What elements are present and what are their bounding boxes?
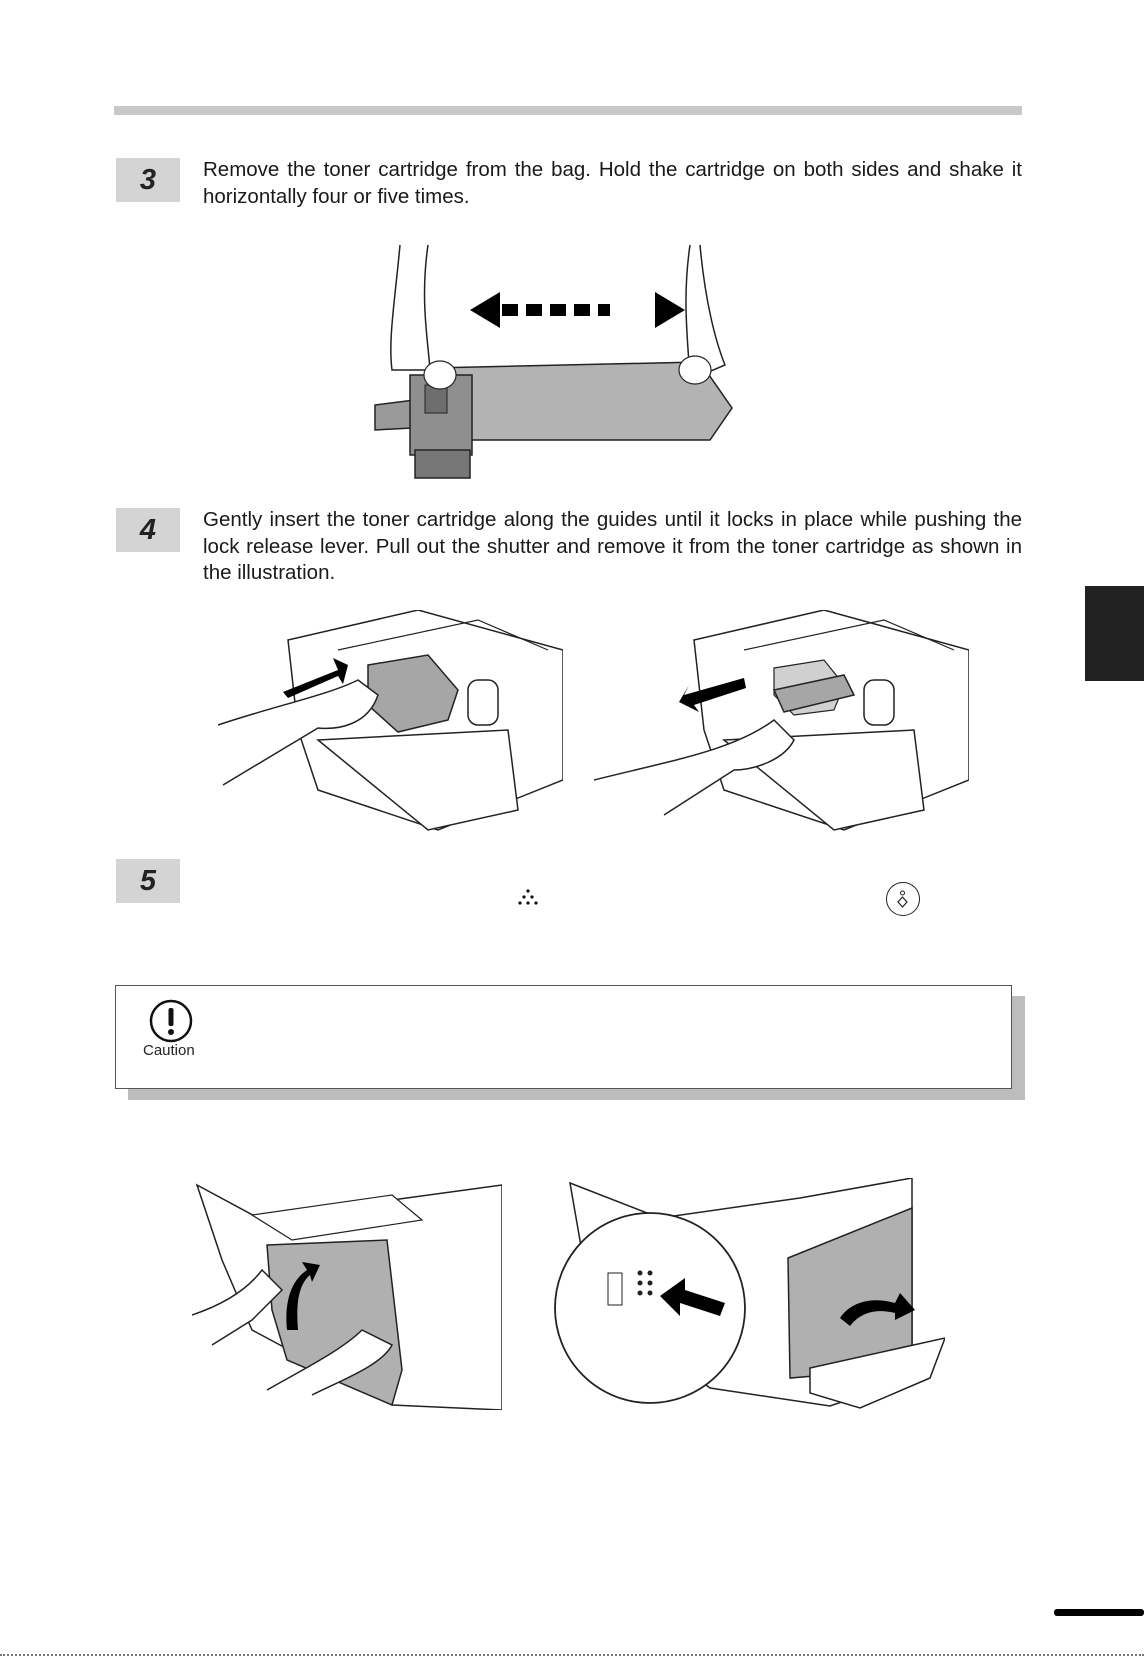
step-number-3: 3 xyxy=(116,158,180,202)
detail-magnifier-circle xyxy=(554,1212,746,1404)
header-rule xyxy=(114,106,1022,115)
step-number-5: 5 xyxy=(116,859,180,903)
rotate-arrow-icon xyxy=(840,1293,915,1326)
close-side-cover-illustration xyxy=(554,1178,945,1409)
shake-cartridge-illustration xyxy=(374,244,733,479)
close-front-cover-illustration xyxy=(192,1183,502,1410)
step-4-text: Gently insert the toner cartridge along … xyxy=(203,508,1022,584)
remove-shutter-illustration xyxy=(594,610,969,831)
pull-arrow-icon xyxy=(679,678,746,712)
step-number-4: 4 xyxy=(116,508,180,552)
chapter-tab xyxy=(1085,586,1144,681)
start-key-icon xyxy=(886,882,920,916)
shake-direction-arrow-icon xyxy=(470,292,685,328)
caution-box xyxy=(115,985,1012,1089)
insert-cartridge-illustration xyxy=(218,610,563,831)
caution-label: Caution xyxy=(143,1042,195,1059)
toner-dots-icon xyxy=(518,889,538,905)
exclamation-circle-icon xyxy=(149,999,193,1043)
bottom-dotted-rule xyxy=(0,1654,1144,1656)
push-arrow-icon xyxy=(660,1278,725,1316)
page-number-mark xyxy=(1054,1609,1144,1616)
push-arrow-icon xyxy=(283,658,348,698)
lift-arrow-icon xyxy=(286,1262,320,1330)
step-3-text: Remove the toner cartridge from the bag.… xyxy=(203,158,1022,208)
